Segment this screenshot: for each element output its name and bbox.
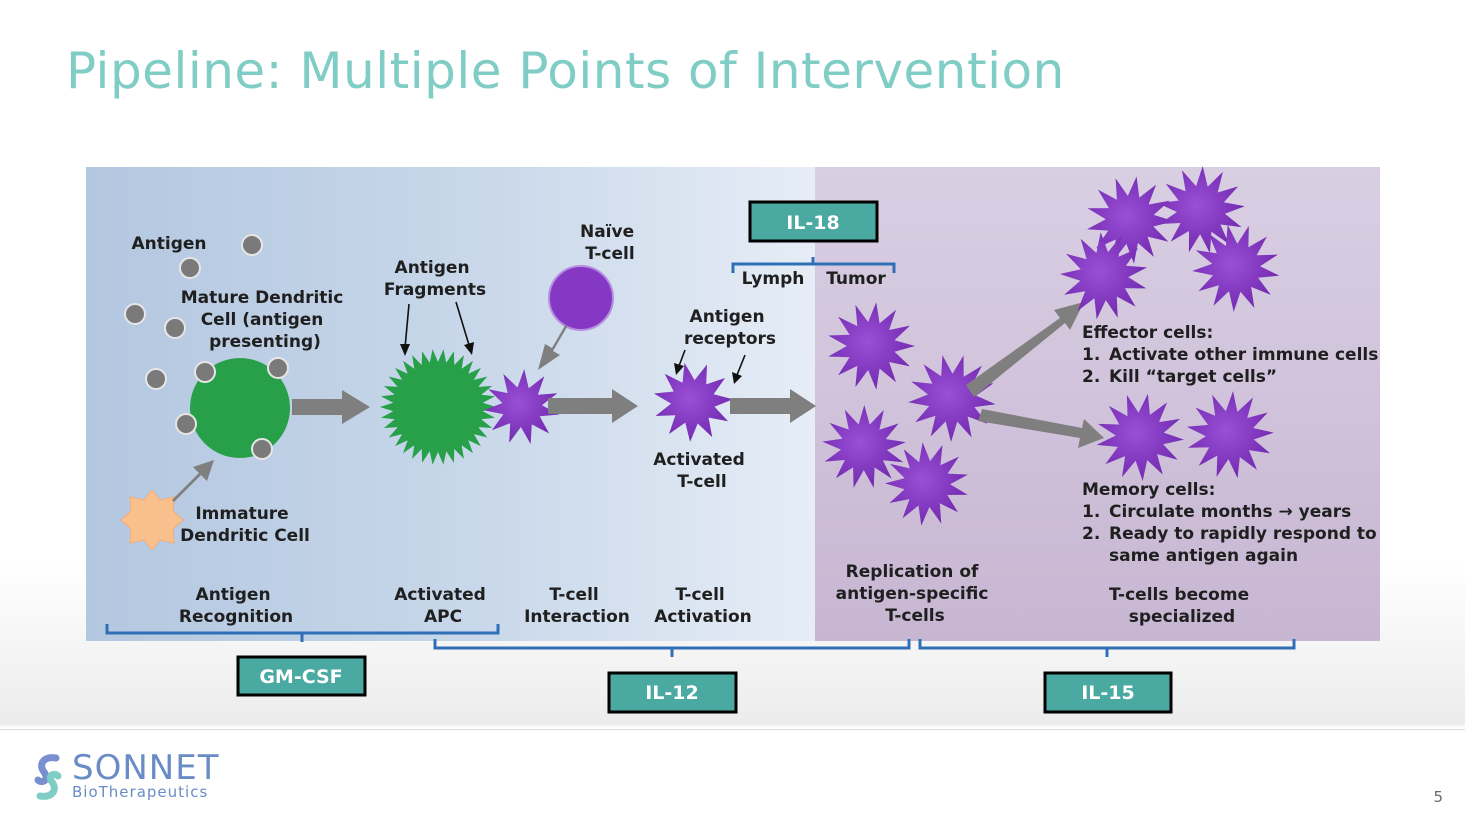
activated-tcell (653, 362, 733, 442)
il15-bracket (918, 639, 1296, 657)
arrow-to-replication (730, 389, 816, 423)
effector-item-2: 2.Kill “target cells” (1082, 367, 1277, 387)
replicating-tcells (822, 302, 996, 526)
arrow-to-activated-apc (292, 390, 370, 424)
stage-tcell-interaction: T-cell Interaction (524, 585, 630, 627)
il18-badge-label: IL-18 (786, 212, 840, 234)
mature-dc-label: Mature Dendritic Cell (antigen presentin… (181, 288, 350, 352)
antigen-label: Antigen (131, 234, 206, 254)
il12-badge (607, 671, 738, 714)
page-title: Pipeline: Multiple Points of Interventio… (66, 42, 1065, 100)
arrow-naive-to-interaction (538, 324, 567, 370)
stage-activated-apc: Activated APC (394, 585, 492, 627)
effector-title: Effector cells: (1082, 323, 1213, 343)
memory-tcells (1096, 391, 1274, 481)
right-stage-background (815, 167, 1380, 641)
activated-apc-cell (380, 349, 496, 465)
antigen-particles (124, 234, 263, 390)
stage-replication: Replication of antigen-specific T-cells (836, 562, 995, 626)
presented-antigens (175, 357, 289, 460)
mature-dendritic-cell (190, 358, 290, 458)
il12-badge-label: IL-12 (645, 682, 699, 704)
immature-dc-label: Immature Dendritic Cell (180, 504, 310, 546)
gmcsf-badge-label: GM-CSF (259, 666, 342, 688)
il18-bracket (731, 257, 896, 273)
activated-tcell-label: Activated T-cell (653, 450, 751, 492)
logo-subtitle: BioTherapeutics (72, 783, 209, 801)
naive-tcell-label: Naïve T-cell (580, 222, 640, 264)
immature-dendritic-cell (120, 489, 184, 551)
memory-title: Memory cells: (1082, 480, 1215, 500)
fragment-pointers (400, 301, 746, 384)
memory-item-2: 2.Ready to rapidly respond to same antig… (1082, 524, 1383, 566)
page-number: 5 (1433, 788, 1443, 806)
il15-badge (1043, 671, 1173, 714)
arrow-maturation (172, 460, 214, 502)
antigen-fragments-label: Antigen Fragments (384, 258, 486, 300)
footer-divider (0, 729, 1465, 730)
il18-tumor-label: Tumor (826, 269, 886, 289)
effector-item-1: 1.Activate other immune cells (1082, 345, 1378, 365)
stage-specialized: T-cells become specialized (1109, 585, 1255, 627)
memory-item-1: 1.Circulate months → years (1082, 502, 1351, 522)
il12-bracket (433, 639, 911, 657)
arrow-to-effector (966, 302, 1084, 397)
arrow-to-memory (978, 409, 1104, 448)
il18-lymph-label: Lymph (742, 269, 805, 289)
il15-badge-label: IL-15 (1081, 682, 1135, 704)
gmcsf-badge (236, 655, 367, 697)
naive-tcell (548, 265, 614, 331)
il18-badge (748, 200, 879, 243)
stage-tcell-activation: T-cell Activation (654, 585, 751, 627)
logo-wordmark: SONNET (72, 748, 220, 788)
gmcsf-bracket (105, 624, 500, 642)
antigen-receptors-label: Antigen receptors (684, 307, 776, 349)
sonnet-logo-icon (34, 754, 62, 800)
arrow-to-tcell-activation (548, 389, 638, 423)
stage-antigen-recognition: Antigen Recognition (179, 585, 293, 627)
interacting-tcell (484, 369, 560, 444)
effector-tcells (1060, 166, 1280, 320)
